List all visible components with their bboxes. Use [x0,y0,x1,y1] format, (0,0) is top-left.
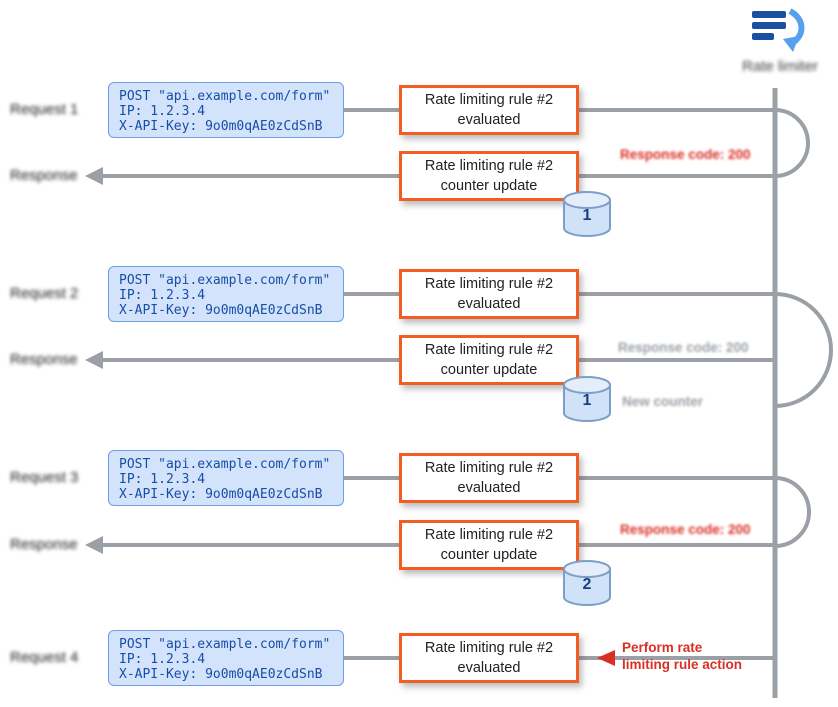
rule-box-line: evaluated [457,660,521,676]
counter-value-2: 1 [582,392,592,409]
lane-label-request-3: Request 3 [10,469,79,486]
request-line: POST "api.example.com/form" [119,273,331,288]
rule-box-line: Rate limiting rule #2 [424,342,554,358]
lane-label-response-2: Response [10,351,78,368]
rule-box-line: Rate limiting rule #2 [424,158,554,174]
lane-label-response-1: Response [10,167,78,184]
request-box-4: POST "api.example.com/form" IP: 1.2.3.4 … [108,630,344,686]
request-line: POST "api.example.com/form" [119,457,331,472]
rule-box-line: counter update [440,362,538,378]
request-line: X-API-Key: 9o0m0qAE0zCdSnB [119,487,323,502]
rule-action-note: Perform rate limiting rule action [622,639,742,673]
new-counter-note: New counter [622,394,704,409]
request-line: IP: 1.2.3.4 [119,652,206,667]
counter-value-3: 2 [582,576,592,593]
rule-box-line: evaluated [457,296,521,312]
rule-counter-update-box-2: Rate limiting rule #2 counter update [399,335,579,385]
request-line: X-API-Key: 9o0m0qAE0zCdSnB [119,119,323,134]
rule-box-line: Rate limiting rule #2 [424,460,554,476]
rule-box-line: evaluated [457,112,521,128]
lane-label-response-3: Response [10,536,78,553]
response-code-note-3: Response code: 200 [620,522,751,537]
lane-label-request-2: Request 2 [10,285,79,302]
request-box-1: POST "api.example.com/form" IP: 1.2.3.4 … [108,82,344,138]
rule-evaluated-box-4: Rate limiting rule #2 evaluated [399,633,579,683]
processing-arcs [774,108,833,548]
request-line: IP: 1.2.3.4 [119,288,206,303]
rule-action-note-line: Perform rate [622,640,703,655]
request-line: X-API-Key: 9o0m0qAE0zCdSnB [119,667,323,682]
rule-box-line: Rate limiting rule #2 [424,640,554,656]
request-box-2: POST "api.example.com/form" IP: 1.2.3.4 … [108,266,344,322]
rule-box-line: Rate limiting rule #2 [424,527,554,543]
counter-value-1: 1 [582,207,592,224]
request-line: POST "api.example.com/form" [119,637,331,652]
request-line: POST "api.example.com/form" [119,89,331,104]
request-line: X-API-Key: 9o0m0qAE0zCdSnB [119,303,323,318]
response-code-note-1: Response code: 200 [620,147,751,162]
rule-box-line: Rate limiting rule #2 [424,92,554,108]
request-line: IP: 1.2.3.4 [119,104,206,119]
lane-label-request-4: Request 4 [10,649,79,666]
rule-box-line: evaluated [457,480,521,496]
request-box-3: POST "api.example.com/form" IP: 1.2.3.4 … [108,450,344,506]
rule-evaluated-box-2: Rate limiting rule #2 evaluated [399,269,579,319]
rule-counter-update-box-3: Rate limiting rule #2 counter update [399,520,579,570]
rule-box-line: counter update [440,178,538,194]
rule-box-line: counter update [440,547,538,563]
response-code-note-2: Response code: 200 [618,340,749,355]
rule-box-line: Rate limiting rule #2 [424,276,554,292]
rule-counter-update-box-1: Rate limiting rule #2 counter update [399,151,579,201]
request-line: IP: 1.2.3.4 [119,472,206,487]
response-arrowhead-icons [85,167,103,554]
timeline-entity-caption: Rate limiter [742,58,818,75]
lane-label-request-1: Request 1 [10,101,79,118]
rule-evaluated-box-1: Rate limiting rule #2 evaluated [399,85,579,135]
rule-action-note-line: limiting rule action [622,657,743,672]
rule-evaluated-box-3: Rate limiting rule #2 evaluated [399,453,579,503]
